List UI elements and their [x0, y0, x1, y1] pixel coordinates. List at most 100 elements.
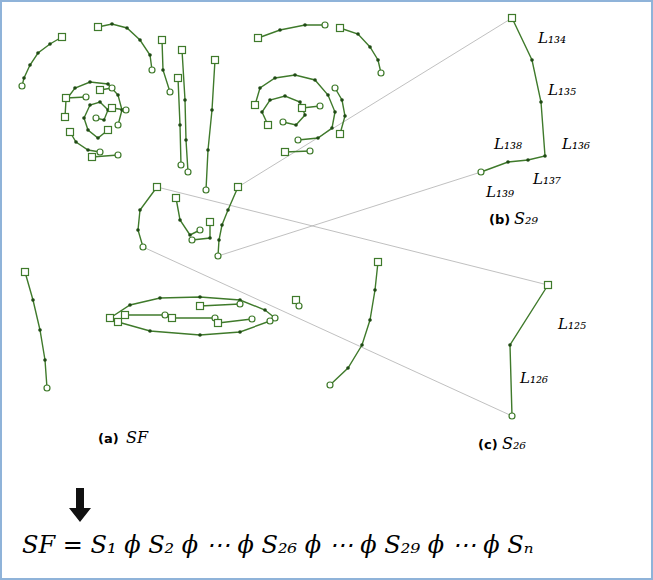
end-mark	[295, 137, 301, 143]
vertex-dot	[278, 28, 282, 32]
start-mark	[105, 127, 112, 134]
start-mark	[337, 131, 344, 138]
stroke	[218, 319, 252, 323]
end-mark	[140, 244, 146, 250]
stroke	[200, 304, 240, 306]
vertex-dot	[178, 123, 182, 127]
vertex-dot	[346, 366, 350, 370]
stroke-marks	[22, 269, 51, 392]
vertex-dot	[128, 303, 132, 307]
stroke-marks	[173, 195, 204, 237]
segment-label: L₁₃₈	[494, 136, 522, 153]
vertex-dot	[217, 238, 221, 242]
vertex-dot	[293, 73, 297, 77]
vertex-dot	[326, 93, 330, 97]
vertex-dot	[28, 63, 32, 67]
vertex-dot	[178, 218, 182, 222]
end-mark	[19, 83, 25, 89]
start-mark	[97, 87, 104, 94]
vertex-dot	[188, 233, 192, 237]
vertex-dot	[263, 308, 267, 312]
start-mark	[375, 259, 382, 266]
figure-name: SF	[126, 429, 148, 447]
vertex-dot	[73, 86, 77, 90]
stroke-marks	[179, 47, 192, 176]
vertex-dot	[294, 123, 298, 127]
end-mark	[322, 22, 328, 28]
stroke-marks	[89, 152, 122, 161]
stroke-marks	[82, 100, 111, 140]
vertex-dot	[368, 318, 372, 322]
stroke-marks	[478, 15, 547, 176]
start-mark	[299, 105, 306, 112]
end-mark	[189, 237, 195, 243]
stroke-marks	[169, 315, 219, 322]
vertex-dot	[303, 113, 307, 117]
zoom-stroke	[481, 18, 545, 172]
stroke	[258, 25, 325, 38]
end-mark	[167, 89, 173, 95]
end-mark	[215, 253, 221, 259]
vertex-dot	[138, 208, 142, 212]
end-mark	[327, 382, 333, 388]
stroke-marks	[62, 80, 124, 128]
stroke	[176, 198, 200, 235]
vertex-dot	[526, 158, 530, 162]
stroke-marks	[175, 75, 185, 169]
segment-label: L₁₃₉	[486, 184, 514, 201]
stroke-marks	[159, 37, 174, 96]
panel-tag: (a)	[98, 432, 119, 447]
start-mark	[255, 35, 262, 42]
stroke	[22, 37, 62, 86]
stroke-marks	[122, 312, 169, 319]
start-mark	[154, 184, 161, 191]
stroke	[335, 88, 345, 134]
vertex-dot	[48, 42, 52, 46]
end-mark	[203, 187, 209, 193]
vertex-dot	[183, 98, 187, 102]
stroke-marks	[67, 129, 104, 156]
vertex-dot	[106, 82, 110, 86]
stroke	[172, 317, 215, 318]
start-mark	[107, 315, 114, 322]
end-mark	[378, 70, 384, 76]
stroke-marks	[203, 57, 219, 194]
vertex-dot	[43, 358, 47, 362]
vertex-dot	[530, 58, 534, 62]
vertex-dot	[506, 160, 510, 164]
zoom-guide	[218, 172, 481, 256]
zoom-guide	[157, 187, 548, 285]
start-mark	[252, 102, 259, 109]
end-mark	[115, 152, 121, 158]
vertex-marks	[19, 15, 552, 420]
end-mark	[307, 148, 313, 154]
start-mark	[115, 319, 122, 326]
start-mark	[95, 24, 102, 31]
stroke-marks	[508, 282, 551, 420]
stroke-marks	[19, 34, 66, 90]
end-mark	[44, 385, 50, 391]
start-mark	[197, 303, 204, 310]
start-mark	[175, 75, 182, 82]
vertex-dot	[184, 138, 188, 142]
vertex-dot	[303, 23, 307, 27]
stroke	[182, 50, 188, 172]
end-mark	[149, 67, 155, 73]
stroke	[262, 96, 305, 125]
vertex-dot	[368, 45, 372, 49]
vertex-dot	[148, 329, 152, 333]
end-mark	[509, 413, 515, 419]
stroke-marks	[97, 85, 116, 94]
stroke-marks	[337, 25, 385, 77]
zoom-guide	[143, 247, 512, 416]
start-mark	[22, 269, 29, 276]
vertex-dot	[273, 76, 277, 80]
vertex-dot	[360, 343, 364, 347]
vertex-dot	[22, 76, 26, 80]
vertex-dot	[238, 330, 242, 334]
vertex-dot	[88, 80, 92, 84]
start-mark	[207, 219, 214, 226]
start-mark	[62, 114, 69, 121]
end-mark	[332, 85, 338, 91]
vertex-dot	[161, 68, 165, 72]
